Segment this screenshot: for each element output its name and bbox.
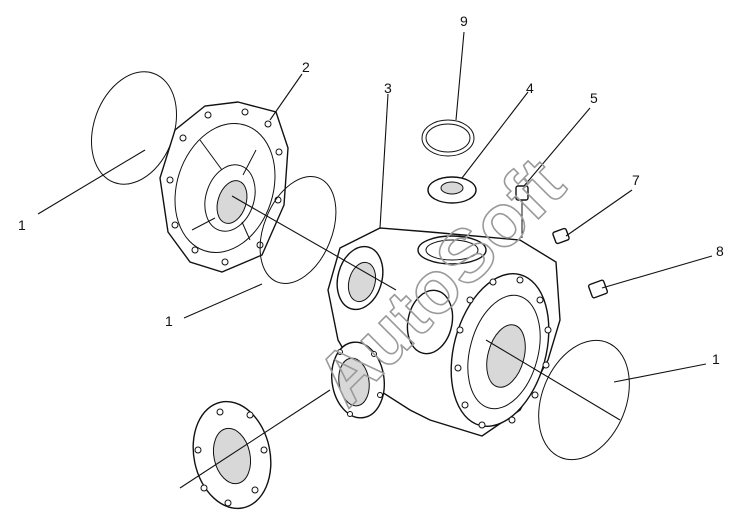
callout-9: 9 bbox=[460, 13, 468, 29]
callout-3: 3 bbox=[384, 80, 392, 96]
callout-8: 8 bbox=[716, 243, 724, 259]
callout-4: 4 bbox=[526, 80, 534, 96]
plug-8 bbox=[587, 279, 609, 299]
bearing-washer bbox=[427, 176, 477, 204]
callout-2: 2 bbox=[302, 59, 310, 75]
callout-1-mid: 1 bbox=[165, 313, 173, 329]
cover-plate bbox=[159, 101, 289, 273]
seal-ring-middle bbox=[259, 176, 337, 284]
callout-1-left: 1 bbox=[18, 217, 26, 233]
callout-7: 7 bbox=[632, 172, 640, 188]
plug-7 bbox=[552, 227, 570, 245]
leader-lines bbox=[37, 31, 713, 489]
plug-top bbox=[515, 185, 529, 238]
callout-1-right: 1 bbox=[712, 351, 720, 367]
callout-5: 5 bbox=[590, 90, 598, 106]
flange-lower bbox=[192, 400, 272, 510]
main-housing bbox=[327, 227, 561, 437]
snap-ring bbox=[421, 119, 475, 157]
seal-ring-right bbox=[538, 339, 630, 461]
